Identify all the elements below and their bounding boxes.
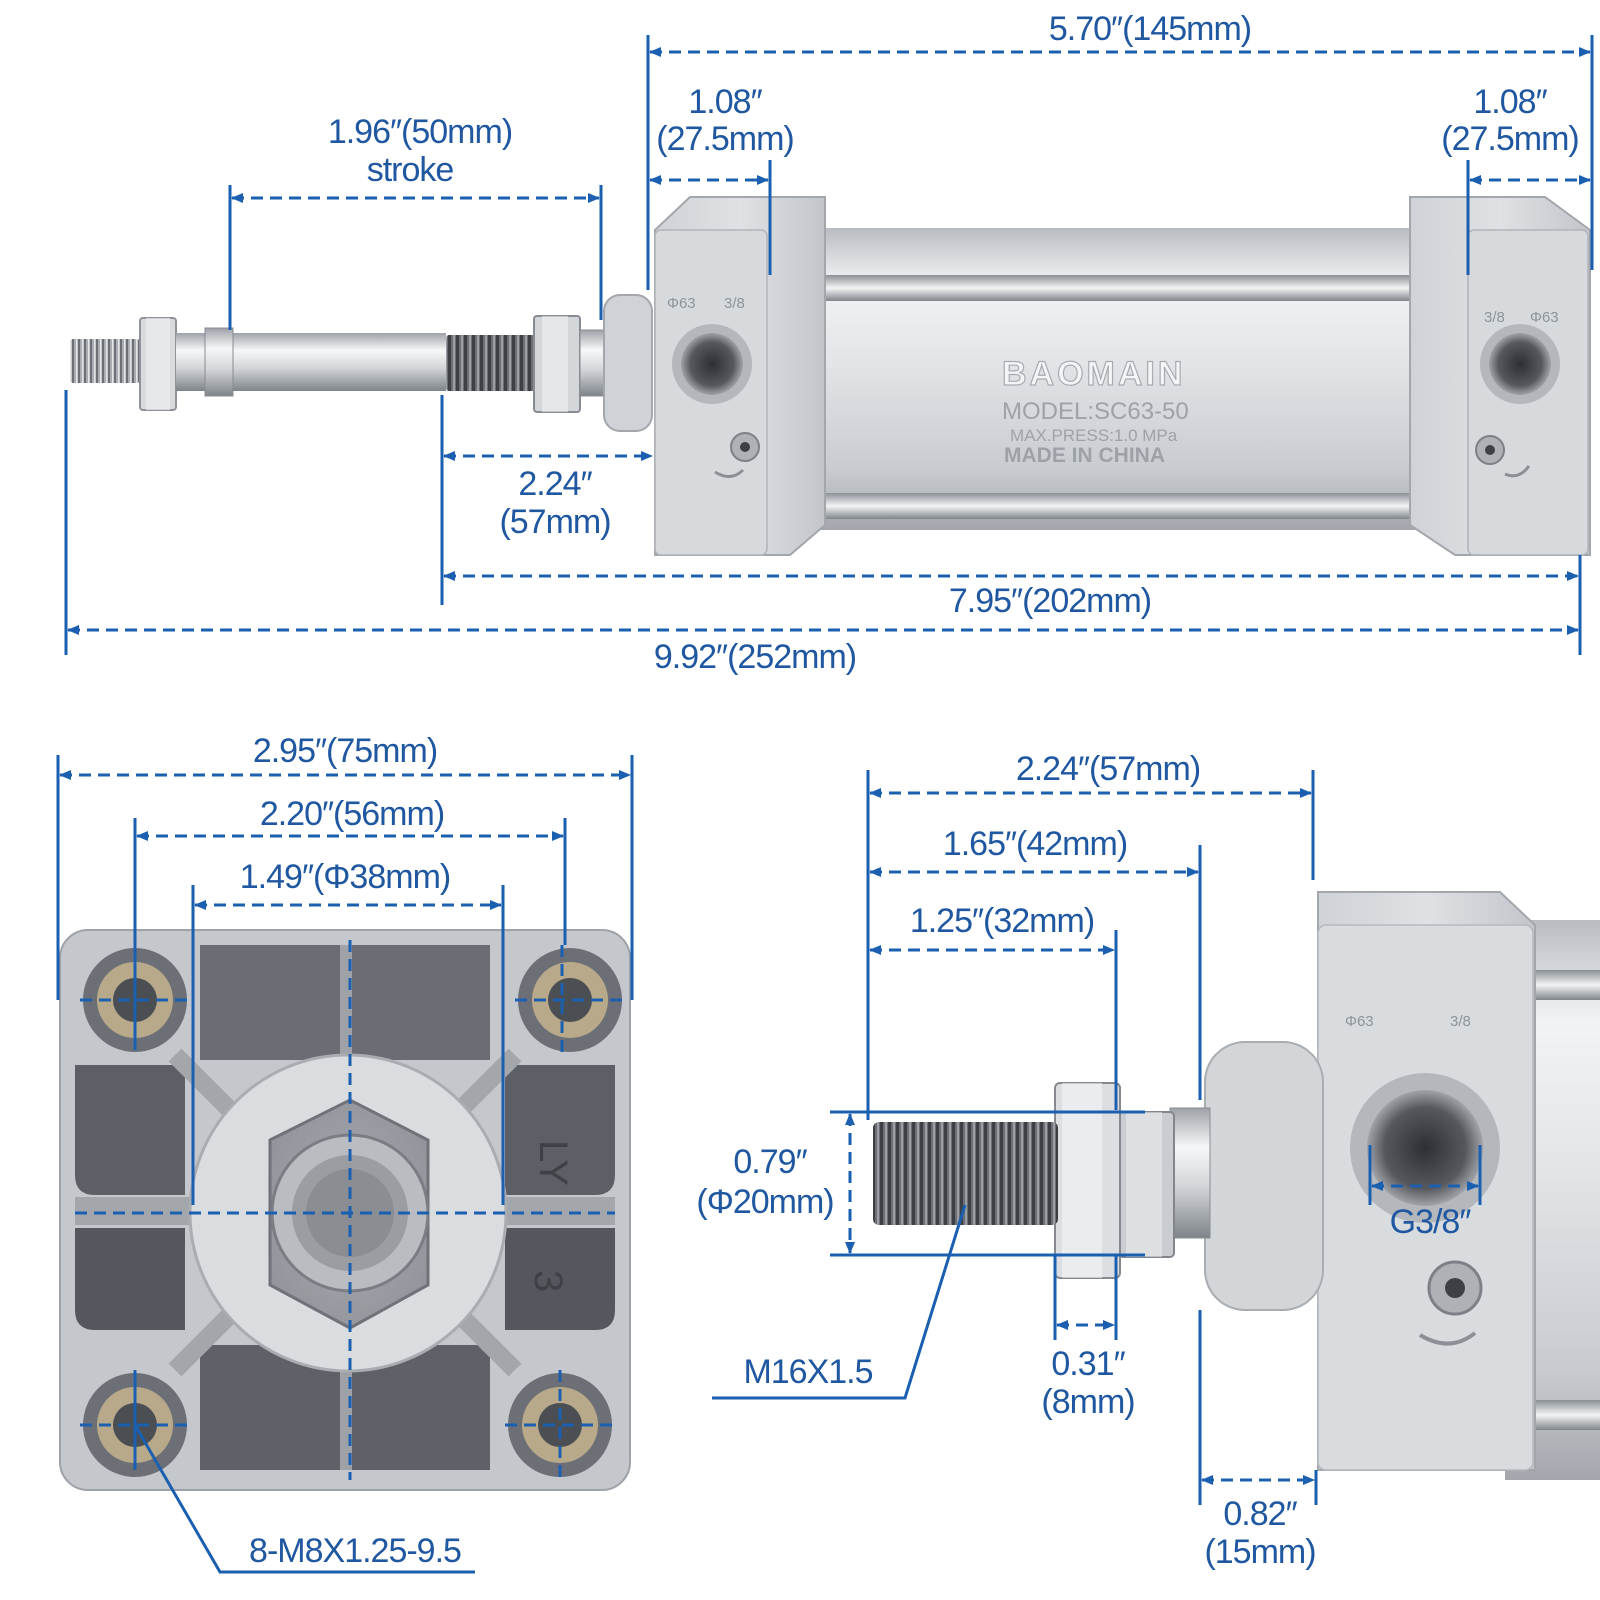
port-stamp-thread-left: 3/8 bbox=[724, 295, 745, 312]
side-view: Φ63 3/8 3/8 Φ63 BAOMAIN MODEL:SC63-50 MA… bbox=[64, 10, 1594, 676]
detail-stamp-size: Φ63 bbox=[1345, 1013, 1374, 1030]
brand-label: BAOMAIN bbox=[1002, 355, 1185, 393]
thread-length-label: 1.25″(32mm) bbox=[910, 902, 1094, 940]
origin-label: MADE IN CHINA bbox=[1004, 444, 1165, 467]
tie-rod-bottom bbox=[760, 493, 1460, 519]
nut-width-label-line2: (8mm) bbox=[1041, 1383, 1134, 1421]
body-length-label: 5.70″(145mm) bbox=[1049, 10, 1251, 48]
cap-left-label-line2: (27.5mm) bbox=[656, 120, 793, 158]
mount-thread-label: 8-M8X1.25-9.5 bbox=[249, 1532, 461, 1570]
nut-width-label-line1: 0.31″ bbox=[1051, 1345, 1125, 1383]
rear-end-cap: 3/8 Φ63 bbox=[1409, 196, 1591, 556]
boss-dia-label: 1.49″(Φ38mm) bbox=[240, 858, 450, 896]
detail-stamp-thread: 3/8 bbox=[1450, 1013, 1471, 1030]
stroke-word-label: stroke bbox=[367, 151, 454, 189]
face-mark-ly: LY bbox=[531, 1140, 575, 1186]
rod-extension-label-line1: 2.24″ bbox=[518, 465, 592, 503]
rod-to-boss-label: 1.65″(42mm) bbox=[943, 825, 1127, 863]
pressure-label: MAX.PRESS:1.0 MPa bbox=[1010, 426, 1178, 445]
mount-hole-bottom-right bbox=[508, 1373, 612, 1477]
boss-length-label-line1: 0.82″ bbox=[1223, 1495, 1297, 1533]
stroke-dim-label: 1.96″(50mm) bbox=[328, 113, 512, 151]
retracted-length-label: 7.95″(202mm) bbox=[949, 582, 1151, 620]
port-stamp-size-left: Φ63 bbox=[667, 295, 696, 312]
tie-rod-top bbox=[760, 275, 1460, 301]
cap-left-label-line1: 1.08″ bbox=[688, 83, 762, 121]
rod-thread bbox=[446, 335, 536, 391]
rod-extension-label-line2: (57mm) bbox=[499, 503, 610, 541]
mount-hole-top-right bbox=[518, 948, 622, 1052]
port-thread-label: G3/8″ bbox=[1390, 1203, 1472, 1241]
rod-total-label: 2.24″(57mm) bbox=[1016, 750, 1200, 788]
detail-rod-thread bbox=[873, 1122, 1058, 1225]
detail-view: Φ63 3/8 2.24″(57mm) 1.65″(42mm) bbox=[696, 750, 1600, 1571]
front-end-cap: Φ63 3/8 bbox=[654, 196, 826, 556]
front-boss bbox=[603, 294, 653, 432]
face-mark-3: 3 bbox=[526, 1270, 570, 1292]
width-label: 2.95″(75mm) bbox=[253, 732, 437, 770]
port-stamp-thread-right: 3/8 bbox=[1484, 309, 1505, 326]
bolt-spacing-label: 2.20″(56mm) bbox=[260, 795, 444, 833]
rod-thread-leader bbox=[712, 1204, 967, 1400]
rod-dia-label-line2: (Φ20mm) bbox=[696, 1183, 833, 1221]
port-stamp-size-right: Φ63 bbox=[1530, 309, 1559, 326]
cap-right-label-line1: 1.08″ bbox=[1473, 83, 1547, 121]
extended-length-label: 9.92″(252mm) bbox=[654, 638, 856, 676]
rod-end-thread bbox=[70, 339, 140, 383]
model-label: MODEL:SC63-50 bbox=[1002, 398, 1189, 425]
cap-right-label-line2: (27.5mm) bbox=[1441, 120, 1578, 158]
front-view: LY 3 2.95″(75mm) 2.20″(56mm) 1.49″(Φ38mm… bbox=[56, 732, 634, 1574]
mount-thread-leader bbox=[133, 1424, 475, 1574]
rod-thread-label: M16X1.5 bbox=[743, 1353, 872, 1391]
detail-boss bbox=[1204, 1041, 1324, 1311]
boss-length-label-line2: (15mm) bbox=[1204, 1533, 1315, 1571]
rod-dia-label-line1: 0.79″ bbox=[733, 1143, 807, 1181]
